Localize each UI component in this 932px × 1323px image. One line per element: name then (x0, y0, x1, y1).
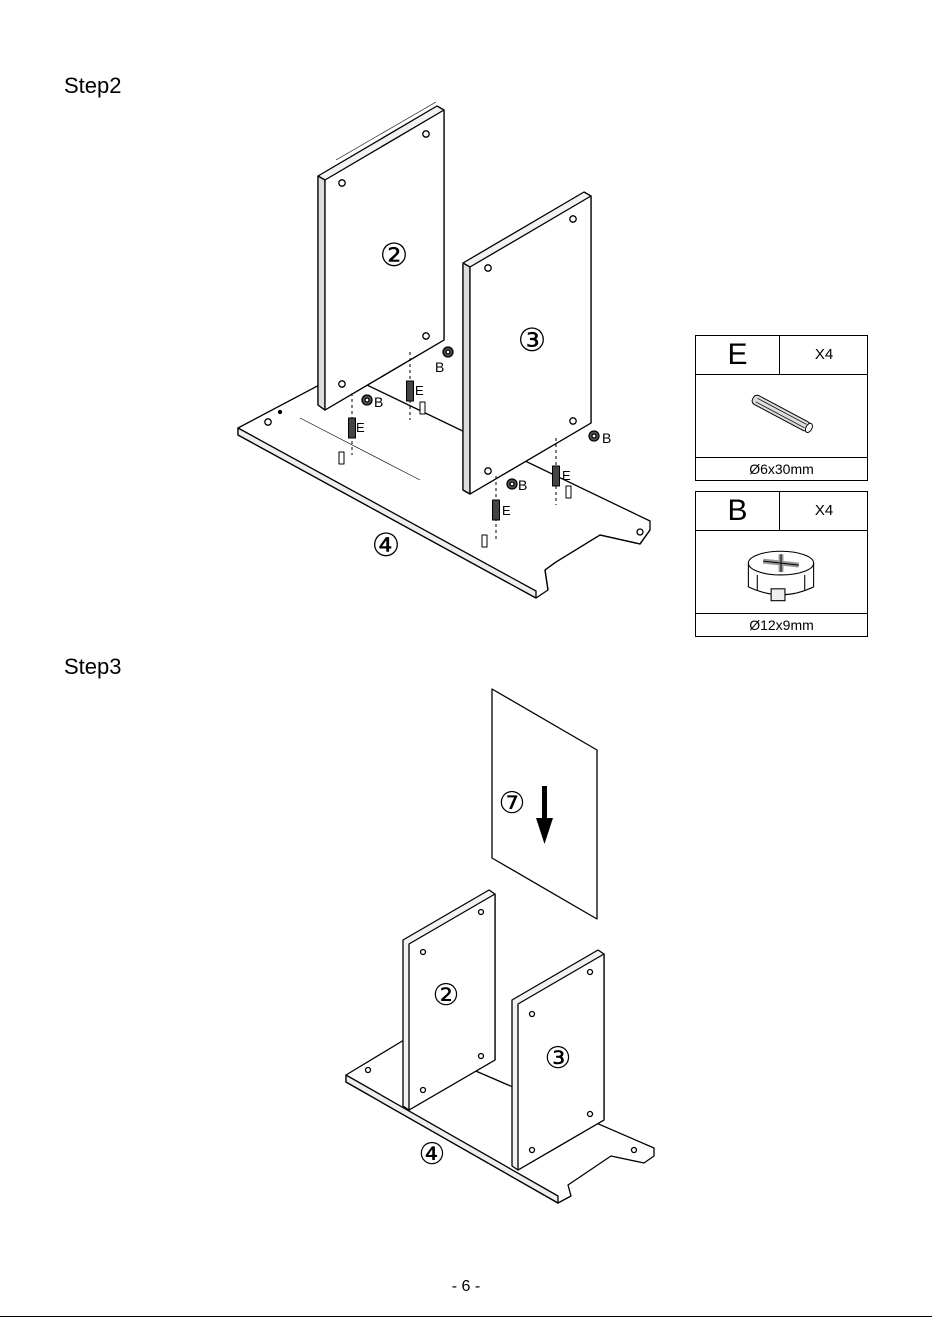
hardware-header: E X4 (696, 336, 867, 375)
step3-label-base-4: ④ (419, 1138, 446, 1171)
svg-text:④: ④ (419, 1138, 446, 1171)
footer-rule (0, 1316, 932, 1317)
callout-b: B (518, 477, 527, 493)
svg-text:②: ② (380, 237, 409, 273)
hardware-box-b: B X4 Ø12x9mm (695, 491, 868, 637)
hardware-quantity: X4 (780, 336, 868, 374)
cam-lock-icon (696, 531, 867, 615)
step3-label-panel-7: ⑦ (499, 787, 526, 820)
step3-label-panel-2: ② (433, 979, 460, 1012)
svg-text:②: ② (433, 979, 460, 1012)
callout-b: B (602, 430, 611, 446)
hardware-letter: B (696, 492, 780, 530)
step2-label-panel-3: ③ (518, 322, 547, 358)
callout-b: B (435, 359, 444, 375)
step2-label-panel-2: ② (380, 237, 409, 273)
page-number: - 6 - (0, 1278, 932, 1296)
callout-e: E (356, 420, 365, 435)
hardware-letter: E (696, 336, 780, 374)
callout-e: E (562, 468, 571, 483)
step2-label-base-4: ④ (372, 527, 401, 563)
callout-b: B (374, 394, 383, 410)
wood-dowel-icon (696, 375, 867, 459)
svg-text:⑦: ⑦ (499, 787, 526, 820)
hardware-quantity: X4 (780, 492, 868, 530)
callout-e: E (502, 503, 511, 518)
svg-text:④: ④ (372, 527, 401, 563)
hardware-size: Ø12x9mm (696, 613, 867, 636)
step3-label-panel-3: ③ (545, 1042, 572, 1075)
callout-e: E (415, 383, 424, 398)
hardware-size: Ø6x30mm (696, 457, 867, 480)
svg-text:③: ③ (545, 1042, 572, 1075)
hardware-header: B X4 (696, 492, 867, 531)
hardware-box-e: E X4 Ø6x30mm (695, 335, 868, 481)
step3-base-panel (346, 1040, 654, 1203)
svg-text:③: ③ (518, 322, 547, 358)
